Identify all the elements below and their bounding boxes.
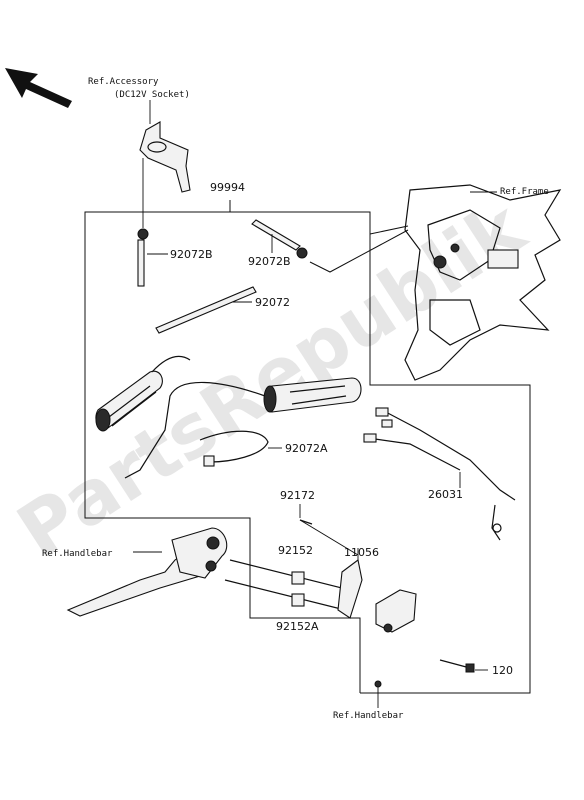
ref-accessory-socket-label: (DC12V Socket) [114, 90, 190, 100]
dc12v-socket-bracket [139, 100, 191, 193]
part-92072: 92072 [255, 296, 290, 309]
vehicle-frame-sketch [404, 184, 562, 381]
band-92072a [199, 430, 282, 467]
right-grip-heater [124, 377, 362, 479]
direction-arrow-icon [5, 68, 72, 108]
screw-92172 [299, 504, 313, 525]
wiring-harness-26031 [363, 407, 516, 541]
part-92172: 92172 [280, 489, 315, 502]
assembly-frame [84, 200, 531, 694]
part-99994: 99994 [210, 181, 245, 194]
ref-accessory-label: Ref.Accessory [88, 77, 159, 87]
ref-handlebar-left-label: Ref.Handlebar [42, 549, 113, 559]
clutch-lever-assembly [66, 527, 351, 617]
part-92152a: 92152A [276, 620, 319, 633]
part-92072b-left: 92072B [170, 248, 213, 261]
clamp-92072b-right [251, 219, 308, 259]
part-120: 120 [492, 664, 513, 677]
bolt-120 [439, 659, 488, 673]
part-92152: 92152 [278, 544, 313, 557]
clamp-92072b-left [137, 158, 168, 287]
part-92072a: 92072A [285, 442, 328, 455]
part-92072b-right: 92072B [248, 255, 291, 268]
band-92072 [155, 286, 257, 334]
left-grip-heater [95, 355, 191, 432]
handlebar-ref-leader [374, 680, 382, 708]
switch-bracket-11056 [337, 548, 417, 633]
part-11056: 11056 [344, 546, 379, 559]
part-26031: 26031 [428, 488, 463, 501]
spacer-92152 [291, 571, 305, 607]
ref-handlebar-bottom-label: Ref.Handlebar [333, 711, 404, 721]
ref-frame-label: Ref.Frame [500, 187, 549, 197]
